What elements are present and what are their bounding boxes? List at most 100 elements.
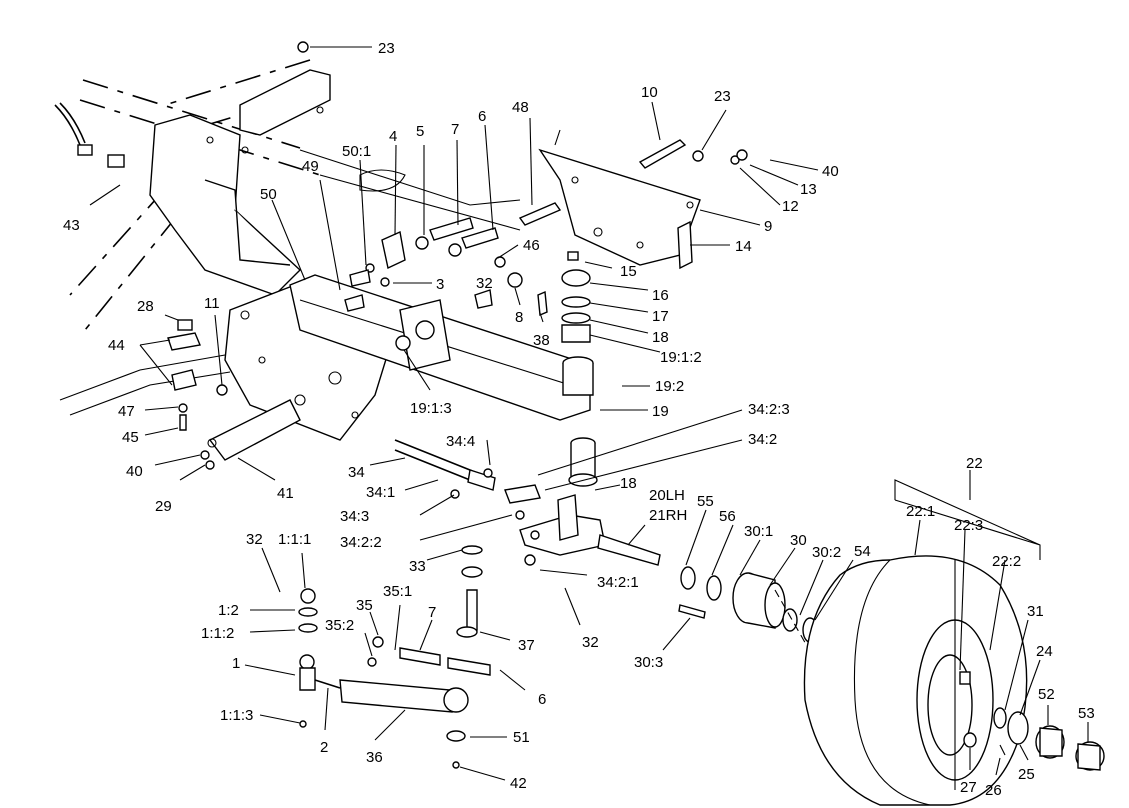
callout-46: 46 [523, 237, 540, 254]
callout-12: 12 [782, 198, 799, 215]
callout-31: 31 [1027, 603, 1044, 620]
callout-6: 6 [538, 691, 546, 708]
callout-41: 41 [277, 485, 294, 502]
front-axle-beam [289, 274, 594, 421]
callout-17: 17 [652, 308, 669, 325]
callout-53: 53 [1078, 705, 1095, 722]
callout-44: 44 [108, 337, 125, 354]
callout-20lh: 20LH [649, 487, 685, 504]
callout-4: 4 [389, 128, 397, 145]
callout-21rh: 21RH [649, 507, 687, 524]
callout-22-2: 22:2 [992, 553, 1021, 570]
callout-22: 22 [966, 455, 983, 472]
callout-7: 7 [428, 604, 436, 621]
callout-30-2: 30:2 [812, 544, 841, 561]
callout-1-1-3: 1:1:3 [220, 707, 253, 724]
callout-43: 43 [63, 217, 80, 234]
callout-50-1: 50:1 [342, 143, 371, 160]
upper-hardware [167, 41, 748, 470]
callout-36: 36 [366, 749, 383, 766]
callout-34-2-2: 34:2:2 [340, 534, 382, 551]
callout-51: 51 [513, 729, 530, 746]
callout-22-1: 22:1 [906, 503, 935, 520]
callout-37: 37 [518, 637, 535, 654]
callout-19-1-2: 19:1:2 [660, 349, 702, 366]
callout-34-3: 34:3 [340, 508, 369, 525]
callout-1-2: 1:2 [218, 602, 239, 619]
callout-14: 14 [735, 238, 752, 255]
callout-40: 40 [126, 463, 143, 480]
callout-32: 32 [246, 531, 263, 548]
callout-2: 2 [320, 739, 328, 756]
callout-34-4: 34:4 [446, 433, 475, 450]
callout-24: 24 [1036, 643, 1053, 660]
callout-labels: 23 10 23 48 40 13 12 9 14 43 50:1 4 5 7 … [63, 40, 1095, 799]
callout-42: 42 [510, 775, 527, 792]
wheel-tire [803, 555, 1028, 806]
callout-34-2-1: 34:2:1 [597, 574, 639, 591]
callout-34: 34 [348, 464, 365, 481]
callout-8: 8 [515, 309, 523, 326]
callout-34-2: 34:2 [748, 431, 777, 448]
callout-19-1-3: 19:1:3 [410, 400, 452, 417]
steering-spindle [519, 437, 661, 566]
callout-38: 38 [533, 332, 550, 349]
callout-5: 5 [416, 123, 424, 140]
callout-40: 40 [822, 163, 839, 180]
wire-harness [54, 102, 125, 168]
leader-lines [89, 46, 1089, 781]
frame-bracket [149, 69, 406, 296]
callout-29: 29 [155, 498, 172, 515]
callout-11: 11 [204, 295, 220, 312]
callout-26: 26 [985, 782, 1002, 799]
hub-cap-parts [963, 707, 1105, 771]
callout-32: 32 [582, 634, 599, 651]
callout-45: 45 [122, 429, 139, 446]
callout-49: 49 [302, 158, 319, 175]
steering-cylinder [298, 545, 491, 769]
callout-35-1: 35:1 [383, 583, 412, 600]
callout-25: 25 [1018, 766, 1035, 783]
callout-30-1: 30:1 [744, 523, 773, 540]
callout-50: 50 [260, 186, 277, 203]
callout-18: 18 [620, 475, 637, 492]
callout-27: 27 [960, 779, 977, 796]
callout-34-1: 34:1 [366, 484, 395, 501]
callout-22-3: 22:3 [954, 517, 983, 534]
callout-18: 18 [652, 329, 669, 346]
callout-35-2: 35:2 [325, 617, 354, 634]
wheel-hub [678, 566, 818, 661]
callout-47: 47 [118, 403, 135, 420]
callout-55: 55 [697, 493, 714, 510]
callout-32: 32 [476, 275, 493, 292]
callout-19: 19 [652, 403, 669, 420]
callout-56: 56 [719, 508, 736, 525]
callout-1-1-1: 1:1:1 [278, 531, 311, 548]
right-mount-plate [538, 129, 701, 270]
callout-54: 54 [854, 543, 871, 560]
callout-30-3: 30:3 [634, 654, 663, 671]
callout-33: 33 [409, 558, 426, 575]
tie-rod [394, 439, 541, 520]
callout-15: 15 [620, 263, 637, 280]
callout-23: 23 [714, 88, 731, 105]
callout-16: 16 [652, 287, 669, 304]
callout-35: 35 [356, 597, 373, 614]
callout-10: 10 [641, 84, 658, 101]
callout-19-2: 19:2 [655, 378, 684, 395]
callout-1: 1 [232, 655, 240, 672]
callout-3: 3 [436, 276, 444, 293]
callout-28: 28 [137, 298, 154, 315]
callout-7: 7 [451, 121, 459, 138]
callout-30: 30 [790, 532, 807, 549]
callout-48: 48 [512, 99, 529, 116]
callout-6: 6 [478, 108, 486, 125]
callout-52: 52 [1038, 686, 1055, 703]
callout-13: 13 [800, 181, 817, 198]
callout-34-2-3: 34:2:3 [748, 401, 790, 418]
callout-23: 23 [378, 40, 395, 57]
callout-1-1-2: 1:1:2 [201, 625, 234, 642]
callout-9: 9 [764, 218, 772, 235]
